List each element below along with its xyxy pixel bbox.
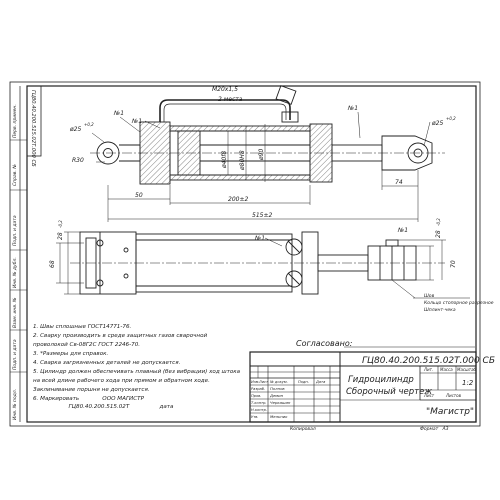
cylinder-plan-view: [70, 231, 445, 295]
title-role-prov: Пров.: [251, 394, 261, 398]
weld-note-line1: Шов: [424, 293, 435, 299]
note-line: на всей длине рабочего хода при прямом и…: [33, 378, 210, 384]
note-line: Заклинивание поршня не допускается.: [33, 387, 150, 393]
callout-n1-a: №1: [113, 110, 124, 117]
callout-two-places: 2 места: [218, 96, 243, 103]
dim-w28-left: 28: [57, 232, 64, 240]
note-line: ГЦ80.40.200.515.02Т дата: [33, 404, 174, 410]
side-label-perv-primen: Перв. примен.: [12, 104, 18, 138]
dim-r30: R30: [72, 157, 84, 164]
title-scale-header: Масштаб: [457, 367, 477, 372]
side-label-sprav: Справ. №: [12, 164, 18, 186]
approval-label: Согласовано:: [296, 339, 353, 348]
title-role-nkontr: Н.контр.: [251, 408, 267, 412]
title-designation: ГЦ80.40.200.515.02Т.000 СБ: [362, 356, 495, 366]
footer-kopiroval: Копировал: [290, 426, 316, 432]
title-company: "Магистр": [426, 407, 474, 417]
top-view-dimensions: [91, 111, 431, 222]
cylinder-section-view: [90, 85, 445, 185]
dim-l74: 74: [395, 179, 403, 186]
dim-h70: 70: [450, 260, 457, 268]
weld-note-line3: Шплинт-чека: [424, 307, 456, 313]
title-block: [249, 351, 477, 423]
callout-n1-e: №1: [397, 227, 408, 234]
note-line: 2. Сварку производить в среде защитных г…: [33, 333, 208, 339]
dim-w28-left-tol: -0,2: [58, 220, 63, 228]
dim-d80: ø80Н8: [239, 150, 246, 171]
dim-d25-left-tol: +0,2: [84, 122, 94, 127]
note-line: проволокой Св-08Г2С ГОСТ 2246-70.: [33, 342, 140, 348]
callout-n1-b: №1: [131, 118, 142, 125]
side-label-inv-podl: Инв. № подл.: [12, 389, 18, 420]
title-person-2: Демин: [269, 393, 284, 398]
title-person-1: Полнов: [270, 386, 285, 391]
title-sheets-label: Листов: [445, 393, 462, 398]
technical-notes: 1. Швы сплошные ГОСТ14771-76. 2. Сварку …: [33, 324, 241, 410]
title-role-list: Лист: [258, 380, 269, 384]
dim-w28-right-tol: -0,2: [436, 218, 441, 226]
dim-d25-right-tol: +0,2: [446, 116, 456, 121]
title-role-tkontr: Т.контр.: [251, 401, 267, 405]
dim-l200: 200±2: [228, 196, 248, 203]
dim-h68: 68: [49, 260, 56, 268]
title-role-docnum: № докум.: [269, 380, 288, 384]
dim-d25-left: ø25: [69, 126, 81, 133]
title-name-line2: Сборочный чертеж: [346, 387, 432, 397]
plan-view-dimensions: [56, 231, 470, 299]
outer-border: [9, 81, 481, 427]
title-role-razrab: Разраб.: [251, 387, 265, 391]
side-label-inv-dubl: Инв. № дубл.: [12, 257, 18, 288]
title-role-izm: Изм.: [251, 380, 259, 384]
title-person-3: Черкашин: [270, 400, 291, 405]
dim-d25-right: ø25: [431, 120, 443, 127]
note-line: 6. Маркировать ООО МАГИСТР: [33, 396, 145, 402]
note-line: 3. *Размеры для справок.: [33, 351, 108, 357]
left-side-strip: Перв. примен. Справ. № Подп. и дата Инв.…: [10, 86, 27, 422]
title-role-utv: Утв.: [251, 415, 259, 419]
top-code-text: ГЦ80.40.200.515.02Т.000 СБ: [30, 90, 36, 167]
title-person-4: Мельник: [270, 414, 288, 419]
title-name-line1: Гидроцилиндр: [348, 375, 414, 385]
title-role-data: Дата: [315, 380, 325, 384]
dim-l515: 515±2: [252, 212, 272, 219]
callout-m20: М20х1,5: [212, 86, 238, 93]
callout-n1-c: №1: [347, 105, 358, 112]
side-label-vzam-inv: Взам. инв. №: [12, 297, 18, 328]
dim-l50: 50: [135, 192, 143, 199]
dim-d90: ø90: [258, 149, 265, 161]
title-scale-value: 1:2: [462, 379, 474, 387]
top-code-box: ГЦ80.40.200.515.02Т.000 СБ: [26, 85, 42, 167]
callout-n1-d: №1: [254, 235, 265, 242]
side-label-podp-data-2: Подп. и дата: [12, 339, 18, 370]
dim-w28-right: 28: [435, 230, 442, 238]
dim-d40: ø40f8: [221, 151, 228, 169]
title-mass-header: Масса: [440, 367, 453, 372]
side-label-podp-data-1: Подп. и дата: [12, 215, 18, 246]
note-line: 4. Сварка загрязненных деталей не допуск…: [33, 360, 181, 366]
footer-format: Формат А3: [420, 426, 449, 432]
title-lit-header: Лит.: [423, 367, 433, 372]
note-line: 5. Цилиндр должен обеспечивать плавный (…: [33, 369, 241, 375]
note-line: 1. Швы сплошные ГОСТ14771-76.: [33, 324, 132, 330]
weld-note-line2: Кольцо стопорное разрезное: [424, 300, 494, 306]
title-role-podp: Подп.: [298, 380, 309, 384]
title-sheet-label: Лист: [423, 393, 435, 398]
